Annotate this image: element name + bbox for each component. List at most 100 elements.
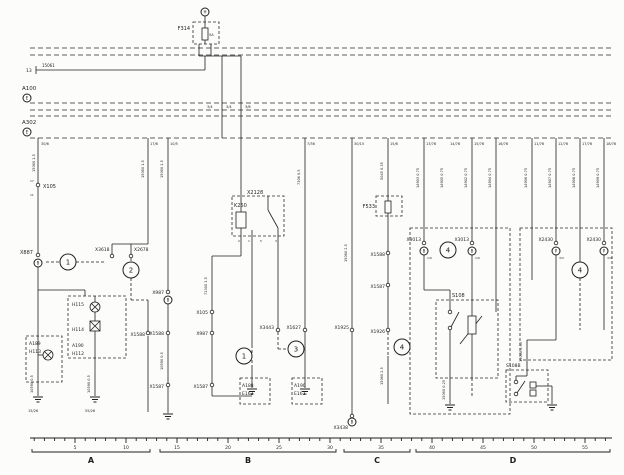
label: X2430 xyxy=(538,237,553,243)
circled-marker-label: 1 xyxy=(66,259,70,267)
label: A302 xyxy=(22,120,36,126)
connector-symbol xyxy=(385,282,391,288)
label: 30/15 xyxy=(354,142,364,146)
circled-marker xyxy=(393,338,411,356)
label: X1926 xyxy=(370,329,385,335)
circled-marker xyxy=(467,246,477,256)
lamp-filament xyxy=(91,303,99,311)
wire xyxy=(516,380,526,394)
connector-symbol xyxy=(447,309,453,315)
label: 16/76 xyxy=(498,142,508,146)
ruler-number: 40 xyxy=(429,445,435,451)
label: A100 xyxy=(22,86,37,92)
d-right-group-box xyxy=(519,227,613,361)
label: X887 xyxy=(20,250,33,256)
circled-marker-label: B xyxy=(167,297,170,302)
label: X105 xyxy=(43,184,56,190)
circled-marker-label: E xyxy=(26,129,29,134)
label: 14902 0.75 xyxy=(464,168,468,188)
label: 13 xyxy=(26,68,32,74)
connector-symbol xyxy=(601,240,607,246)
section-label: A xyxy=(88,456,95,465)
a188-ground-box xyxy=(239,377,271,405)
connector-symbol xyxy=(553,240,559,246)
circled-marker-label: 2 xyxy=(129,267,133,275)
label: A189 xyxy=(29,341,41,347)
label: X3618 xyxy=(95,247,110,253)
ground-symbol xyxy=(33,396,43,403)
label: 15060 0.35 xyxy=(519,342,523,362)
label: A190 xyxy=(72,343,84,349)
label: 5 xyxy=(260,239,262,243)
label: X987 xyxy=(152,290,164,296)
label: 10590 0.5 xyxy=(87,375,91,393)
connector-symbol xyxy=(385,327,391,333)
circled-marker xyxy=(122,261,140,279)
pin-block xyxy=(529,381,537,389)
circled-marker-label: 1 xyxy=(242,353,246,361)
label: X1587 xyxy=(370,284,385,290)
label: 15/76 xyxy=(474,142,484,146)
label: 3/4 xyxy=(207,105,213,109)
pin-block xyxy=(529,389,537,397)
circled-marker xyxy=(347,417,357,427)
connector-symbol xyxy=(128,253,134,259)
circled-marker-label: B xyxy=(423,248,426,253)
wires-layer xyxy=(35,16,605,414)
label: 10590 0.5 xyxy=(30,375,34,393)
ruler-number: 15 xyxy=(174,445,180,451)
circled-marker xyxy=(419,246,429,256)
f533-box xyxy=(375,195,403,217)
label: S108B xyxy=(506,363,521,369)
label: X1925 xyxy=(334,325,349,331)
label: 7306 0.5 xyxy=(297,169,301,185)
label: X1587 xyxy=(193,384,208,390)
circled-marker xyxy=(235,347,253,365)
connector-symbol xyxy=(349,327,355,333)
label: X1587 xyxy=(149,384,164,390)
label: A190 xyxy=(294,383,306,389)
circled-marker-label: B xyxy=(471,248,474,253)
circled-marker xyxy=(200,7,210,17)
circled-marker xyxy=(22,93,32,103)
label: X987 xyxy=(196,331,208,337)
label: 14/76 xyxy=(450,142,460,146)
d-left-group-box xyxy=(409,227,511,415)
ruler-number: 35 xyxy=(378,445,384,451)
connector-symbol xyxy=(447,325,453,331)
label: 15061 xyxy=(42,63,55,68)
ground-symbol xyxy=(163,413,173,420)
circled-marker-label: 4 xyxy=(578,267,583,275)
circled-marker-label: P xyxy=(555,248,558,253)
connector-symbol xyxy=(275,327,281,333)
ruler-number: 20 xyxy=(225,445,231,451)
label: H112 xyxy=(72,351,84,357)
ruler-number: 30 xyxy=(327,445,333,451)
circled-marker-label: 3 xyxy=(294,346,298,354)
lamp-filament xyxy=(44,351,52,359)
circled-marker-label: 4 xyxy=(400,344,405,352)
label: 17/76 xyxy=(582,142,592,146)
connector-symbol xyxy=(35,182,41,188)
connector-symbol xyxy=(349,413,355,419)
label: 17/6 xyxy=(150,142,158,146)
label: 7/36 xyxy=(307,142,315,146)
connector-symbol xyxy=(35,252,41,258)
circled-marker xyxy=(439,241,457,259)
circled-marker-label: P xyxy=(603,248,606,253)
ground-symbol xyxy=(547,404,557,411)
label: X105 xyxy=(196,310,208,316)
label: X3013 xyxy=(406,237,421,243)
label: 12/76 xyxy=(558,142,568,146)
connector-symbol xyxy=(165,382,171,388)
label: F314 xyxy=(178,26,190,32)
label: 11/76 xyxy=(534,142,544,146)
f314-box xyxy=(192,21,220,45)
label: 14909 0.75 xyxy=(596,168,600,188)
section-label: C xyxy=(374,456,380,465)
connector-symbol xyxy=(513,379,519,385)
s108-box xyxy=(435,299,499,379)
